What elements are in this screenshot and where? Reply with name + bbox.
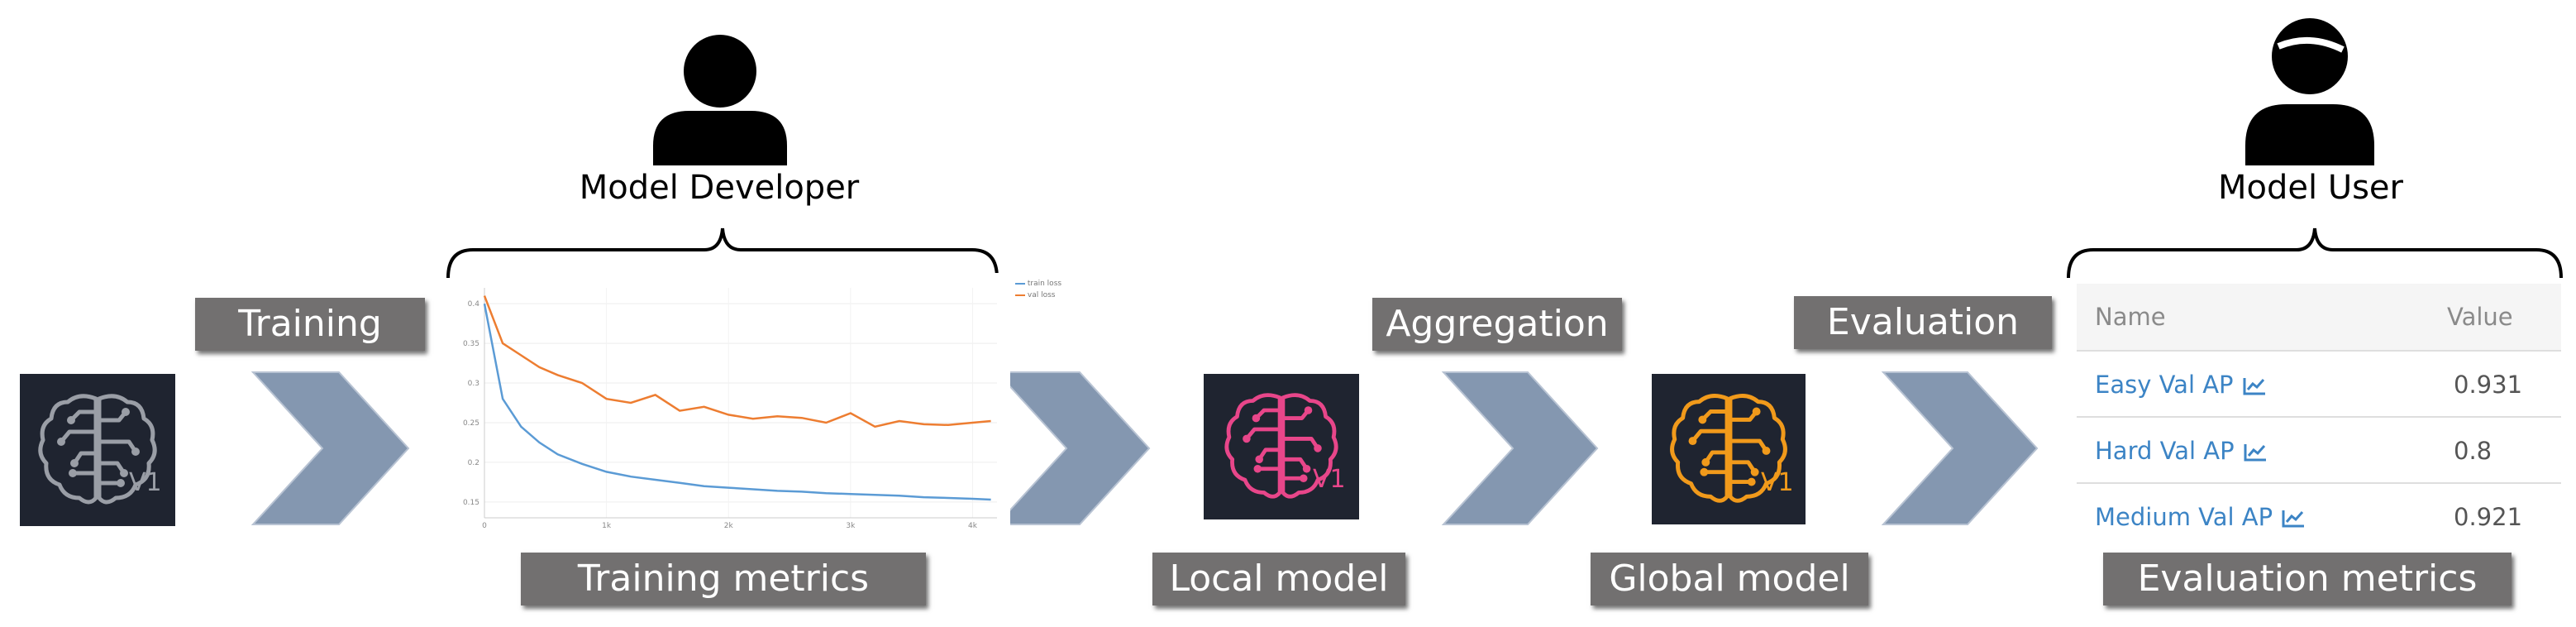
caption-local-model: Local model: [1152, 553, 1405, 605]
table-row: Easy Val AP 0.931: [2077, 350, 2561, 418]
caption-training-metrics: Training metrics: [521, 553, 926, 605]
legend-train-loss: train loss: [1015, 280, 1065, 288]
model-version-label: V1: [1761, 468, 1794, 497]
brain-circuit-icon: [1224, 393, 1338, 499]
line-chart-icon[interactable]: [2243, 443, 2268, 462]
step-training: Training: [195, 298, 425, 351]
brace-developer: [446, 227, 999, 279]
brain-circuit-icon: [1670, 394, 1787, 503]
evaluation-metrics-table: Name Value Easy Val AP 0.931 Hard Val AP…: [2077, 284, 2561, 532]
arrow-aggregation: [1441, 371, 1599, 525]
step-aggregation: Aggregation: [1372, 298, 1622, 351]
metric-link-easy-val-ap[interactable]: Easy Val AP: [2095, 352, 2267, 418]
developer-person-icon: [653, 35, 787, 165]
legend-val-loss: val loss: [1015, 291, 1065, 299]
arrow-evaluation: [1881, 371, 2039, 525]
step-evaluation: Evaluation: [1794, 296, 2052, 349]
metric-value: 0.931: [2454, 371, 2523, 399]
training-loss-plot: 0.4 0.35 0.3 0.25 0.2 0.15 0 1k 2k 3k 4k: [463, 288, 997, 530]
x-tick-label: 1k: [602, 522, 612, 529]
model-version-label: V1: [129, 468, 162, 497]
series-line-val-loss: [483, 295, 991, 428]
metric-value: 0.921: [2454, 503, 2523, 531]
caption-evaluation-metrics: Evaluation metrics: [2103, 553, 2512, 605]
table-header-row: Name Value: [2077, 284, 2561, 350]
table-row: Medium Val AP 0.921: [2077, 482, 2561, 550]
metric-link-hard-val-ap[interactable]: Hard Val AP: [2095, 418, 2268, 484]
caption-global-model: Global model: [1591, 553, 1868, 605]
developer-label: Model Developer: [579, 169, 860, 207]
series-line-train-loss: [483, 303, 991, 501]
y-tick-label: 0.3: [468, 380, 479, 388]
y-tick-label: 0.2: [468, 459, 479, 467]
x-tick-label: 2k: [724, 522, 734, 529]
x-tick-label: 3k: [846, 522, 856, 529]
column-header-value[interactable]: Value: [2447, 303, 2513, 331]
x-tick-label: 0: [482, 522, 487, 529]
model-local-tile: V1: [1204, 374, 1359, 519]
model-initial-tile: V1: [20, 374, 175, 526]
brain-circuit-icon: [38, 394, 157, 505]
model-global-tile: V1: [1652, 374, 1806, 524]
user-label: Model User: [2218, 169, 2403, 207]
metric-link-medium-val-ap[interactable]: Medium Val AP: [2095, 484, 2306, 550]
metric-value: 0.8: [2454, 437, 2493, 465]
brace-user: [2067, 227, 2563, 279]
line-chart-icon[interactable]: [2281, 509, 2306, 529]
line-chart-icon[interactable]: [2242, 376, 2267, 396]
y-tick-label: 0.4: [468, 300, 480, 309]
model-version-label: V1: [1313, 465, 1346, 494]
arrow-to-local: [995, 371, 1151, 525]
y-tick-label: 0.35: [463, 340, 479, 348]
y-tick-label: 0.25: [463, 419, 479, 428]
table-row: Hard Val AP 0.8: [2077, 416, 2561, 484]
column-header-name[interactable]: Name: [2095, 303, 2166, 331]
arrow-training: [250, 371, 410, 525]
user-person-icon: [2245, 18, 2374, 165]
y-tick-label: 0.15: [463, 499, 479, 507]
x-tick-label: 4k: [968, 522, 978, 529]
